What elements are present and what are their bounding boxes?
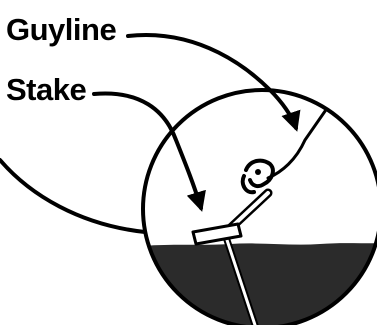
detail-circle xyxy=(141,88,377,325)
guyline-label: Guyline xyxy=(6,12,116,47)
stake-shaft-inner xyxy=(223,232,257,325)
guyline-line xyxy=(266,102,332,180)
stake-label: Stake xyxy=(6,72,86,107)
stake-pointer-arrow xyxy=(92,91,206,212)
guyline-pointer-arrow xyxy=(126,33,301,132)
stake-top-plate xyxy=(191,222,243,246)
guyline-outer-curve xyxy=(0,158,147,234)
guyline-tensioner-loop xyxy=(240,174,256,195)
tensioner-hole xyxy=(255,169,261,175)
